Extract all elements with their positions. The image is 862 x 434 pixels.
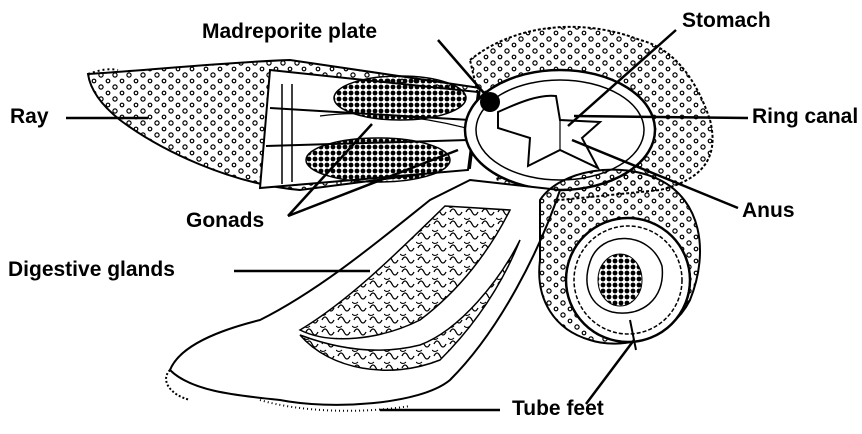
label-ring-canal: Ring canal	[752, 106, 858, 127]
curled-arm	[539, 170, 700, 350]
label-stomach: Stomach	[682, 10, 771, 31]
label-madreporite-plate: Madreporite plate	[202, 21, 377, 42]
label-anus: Anus	[742, 200, 795, 221]
label-gonads: Gonads	[186, 210, 264, 231]
label-ray: Ray	[10, 106, 49, 127]
leader-tube-feet-2	[586, 340, 634, 404]
label-tube-feet: Tube feet	[512, 398, 604, 419]
label-digestive-glands: Digestive glands	[8, 259, 175, 280]
ray-arm	[88, 60, 480, 190]
